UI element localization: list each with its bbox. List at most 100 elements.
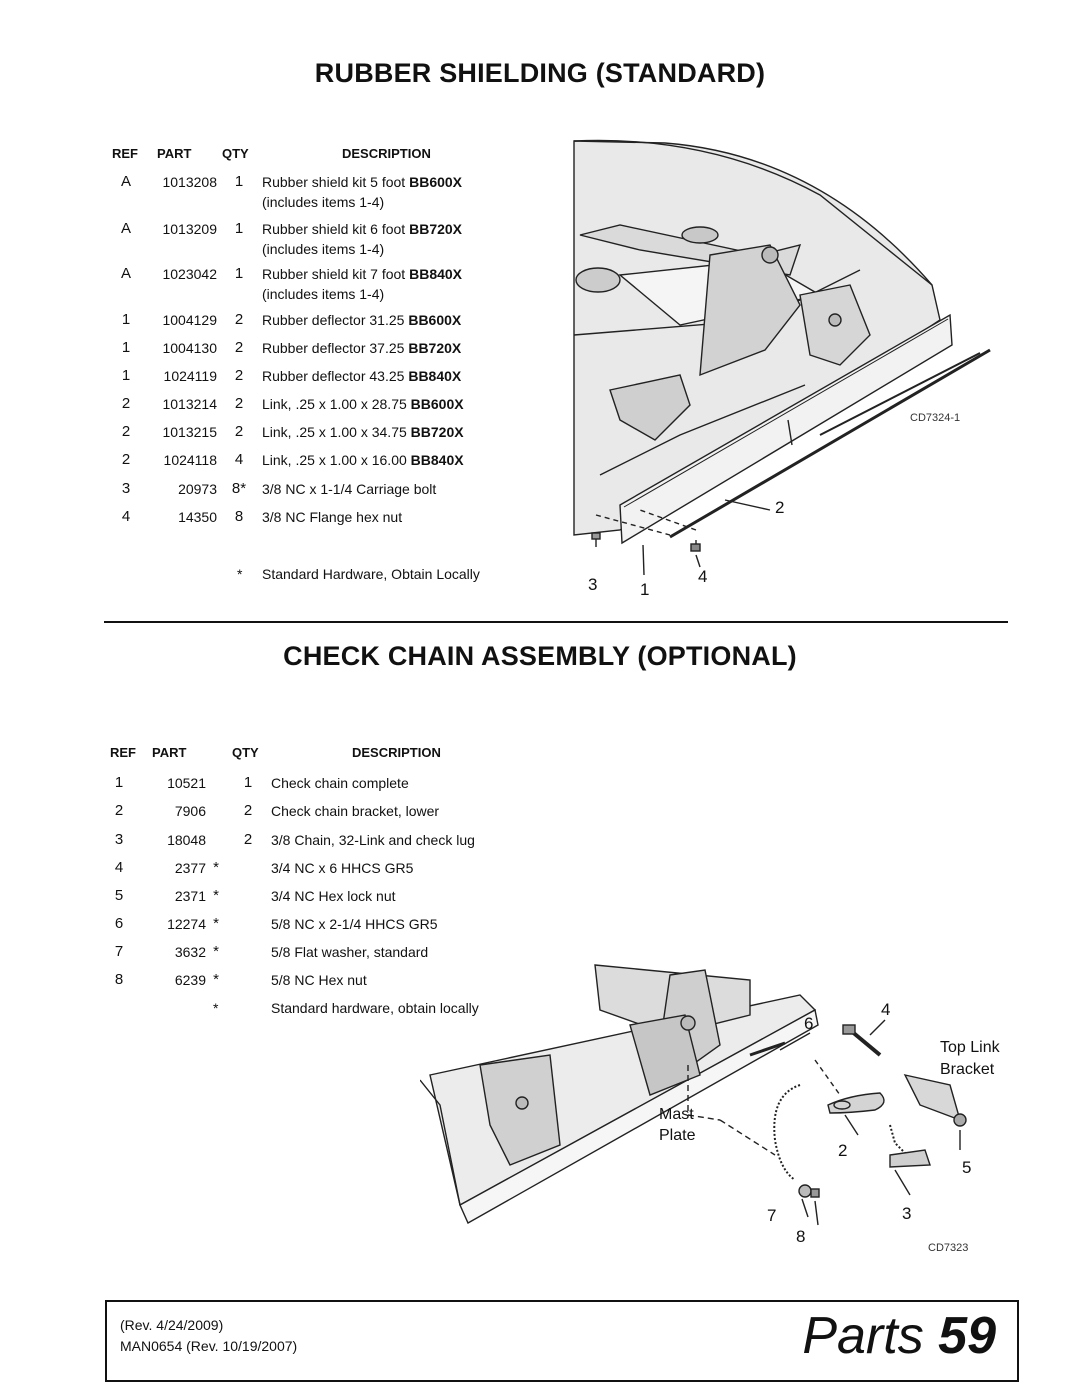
model-code: BB840X [410, 452, 464, 468]
row-part: 2371 [174, 888, 206, 904]
row-description: 5/8 NC x 2-1/4 HHCS GR5 [271, 916, 438, 932]
row-ref: A [120, 265, 131, 282]
row-description: Rubber shield kit 5 foot BB600X [262, 174, 462, 190]
row-description-line2: (includes items 1-4) [262, 241, 385, 257]
row-part: 12274 [167, 916, 206, 932]
row-qty: 8* [231, 480, 247, 497]
row-description: Link, .25 x 1.00 x 34.75 BB720X [262, 424, 464, 440]
col-header-part: PART [152, 745, 187, 760]
row-ref: A [120, 220, 131, 237]
description-text: Rubber shield kit 6 foot [262, 221, 410, 237]
page-word: Parts [802, 1307, 924, 1365]
description-text: Rubber deflector 43.25 [262, 368, 409, 384]
row-part: 1013209 [162, 221, 217, 237]
description-text: Rubber deflector 31.25 [262, 312, 409, 328]
row-description: 3/8 NC Flange hex nut [262, 509, 402, 525]
row-description: 5/8 NC Hex nut [271, 972, 367, 988]
section-divider [104, 621, 1008, 623]
row-description: Rubber deflector 31.25 BB600X [262, 312, 461, 328]
row-qty: 2 [243, 831, 253, 848]
row-qty: 4 [234, 451, 244, 468]
row-part: 1013214 [162, 396, 217, 412]
row-qty: * [213, 887, 219, 904]
row-part: 1013215 [162, 424, 217, 440]
row-ref: 7 [114, 943, 124, 960]
model-code: BB720X [408, 340, 462, 356]
row-qty: * [213, 915, 219, 932]
col-header-qty: QTY [232, 745, 259, 760]
row-ref: A [120, 173, 131, 190]
row-description: 5/8 Flat washer, standard [271, 944, 429, 960]
model-code: BB720X [409, 221, 463, 237]
row-description: Rubber deflector 43.25 BB840X [262, 368, 461, 384]
row-description-line2: (includes items 1-4) [262, 286, 385, 302]
row-ref: 1 [114, 774, 124, 791]
model-code: BB840X [408, 368, 462, 384]
rubber-shield-diagram: CD7324-1 2 3 1 4 [573, 139, 991, 599]
label-plate: Plate [659, 1127, 696, 1144]
row-part: 20973 [178, 481, 217, 497]
description-text: 3/8 NC Flange hex nut [262, 509, 403, 525]
page-heading: Parts 59 [802, 1306, 996, 1366]
row-qty: 1 [234, 220, 244, 237]
row-qty: 1 [234, 173, 244, 190]
revision-date: (Rev. 4/24/2009) [120, 1317, 224, 1333]
row-ref: 2 [121, 395, 131, 412]
row-part: 6239 [174, 972, 206, 988]
row-qty: 2 [243, 802, 253, 819]
description-text: Link, .25 x 1.00 x 16.00 [262, 452, 411, 468]
row-description: Check chain bracket, lower [271, 803, 440, 819]
row-part: 3632 [174, 944, 206, 960]
row-ref: 2 [121, 451, 131, 468]
row-part: 18048 [167, 832, 206, 848]
callout-3: 3 [588, 575, 597, 594]
figure-code: CD7323 [928, 1242, 968, 1254]
row-qty: 2 [234, 367, 244, 384]
col-header-part: PART [157, 146, 192, 161]
description-text: Link, .25 x 1.00 x 28.75 [262, 396, 411, 412]
row-part: 2377 [174, 860, 206, 876]
label-mast: Mast [659, 1106, 694, 1123]
row-part: 1004130 [162, 340, 217, 356]
description-text: Rubber shield kit 5 foot [262, 174, 410, 190]
row-description: Rubber shield kit 6 foot BB720X [262, 221, 462, 237]
footer-box [105, 1300, 1019, 1382]
row-ref: 2 [114, 802, 124, 819]
callout-4: 4 [698, 567, 707, 586]
model-code: BB840X [409, 266, 463, 282]
row-description: Link, .25 x 1.00 x 28.75 BB600X [262, 396, 464, 412]
row-ref: 4 [121, 508, 131, 525]
row-ref: 1 [121, 339, 131, 356]
model-code: BB720X [410, 424, 464, 440]
row-part: 7906 [174, 803, 206, 819]
row-qty: 8 [234, 508, 244, 525]
page-number: 59 [938, 1307, 996, 1365]
footnote: Standard Hardware, Obtain Locally [262, 566, 480, 582]
row-ref: 5 [114, 887, 124, 904]
row-part: 1023042 [162, 266, 217, 282]
manual-number: MAN0654 (Rev. 10/19/2007) [120, 1338, 298, 1354]
row-ref: 1 [121, 367, 131, 384]
col-header-ref: REF [112, 146, 138, 161]
row-qty: 2 [234, 339, 244, 356]
row-part: 1013208 [162, 174, 217, 190]
model-code: BB600X [409, 174, 463, 190]
callout-5: 5 [962, 1158, 971, 1177]
callout-2: 2 [775, 498, 784, 517]
row-description: 3/8 Chain, 32-Link and check lug [271, 832, 475, 848]
callout-4: 4 [881, 1000, 890, 1019]
row-qty: 2 [234, 311, 244, 328]
row-description: Link, .25 x 1.00 x 16.00 BB840X [262, 452, 464, 468]
callout-1: 1 [640, 580, 649, 599]
col-header-description: DESCRIPTION [342, 146, 431, 161]
row-ref: 3 [121, 480, 131, 497]
row-part: 1024118 [163, 452, 217, 468]
callout-6: 6 [804, 1014, 813, 1033]
row-part: 10521 [167, 775, 206, 791]
row-description: 3/4 NC Hex lock nut [271, 888, 396, 904]
row-qty: 1 [243, 774, 253, 791]
row-ref: 4 [114, 859, 124, 876]
callout-2: 2 [838, 1141, 847, 1160]
label-top-link: Top Link [940, 1039, 1001, 1056]
row-ref: 8 [114, 971, 124, 988]
